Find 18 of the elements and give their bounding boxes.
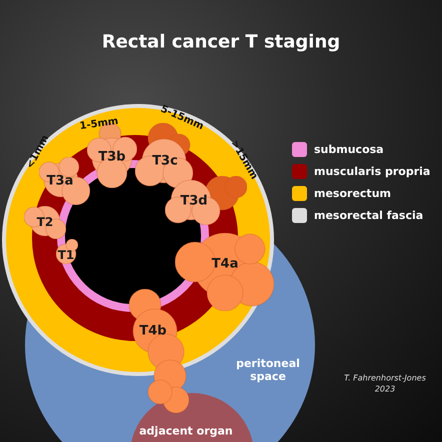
stage-label: T3d — [180, 194, 208, 208]
stage-label: T1 — [58, 248, 74, 262]
legend-label: mesorectal fascia — [314, 208, 424, 223]
region-label: adjacent organ — [138, 424, 234, 438]
stage-label: T3a — [46, 174, 74, 188]
stage-label: T3b — [98, 150, 126, 164]
legend-label: submucosa — [314, 142, 384, 157]
distance-label: 1-5mm — [78, 116, 120, 132]
stage-label: T2 — [36, 215, 54, 229]
author-credit: T. Fahrenhorst-Jones — [344, 374, 426, 382]
stage-label: T4a — [212, 256, 238, 272]
region-label: peritoneal space — [235, 357, 301, 383]
year-text: 2023 — [374, 384, 396, 394]
title: Rectal cancer T staging — [102, 32, 340, 52]
stage-label: T4b — [139, 324, 167, 338]
legend-label: muscularis propria — [314, 164, 430, 179]
stage-label: T3c — [152, 154, 178, 168]
legend-label: mesorectum — [314, 186, 391, 201]
